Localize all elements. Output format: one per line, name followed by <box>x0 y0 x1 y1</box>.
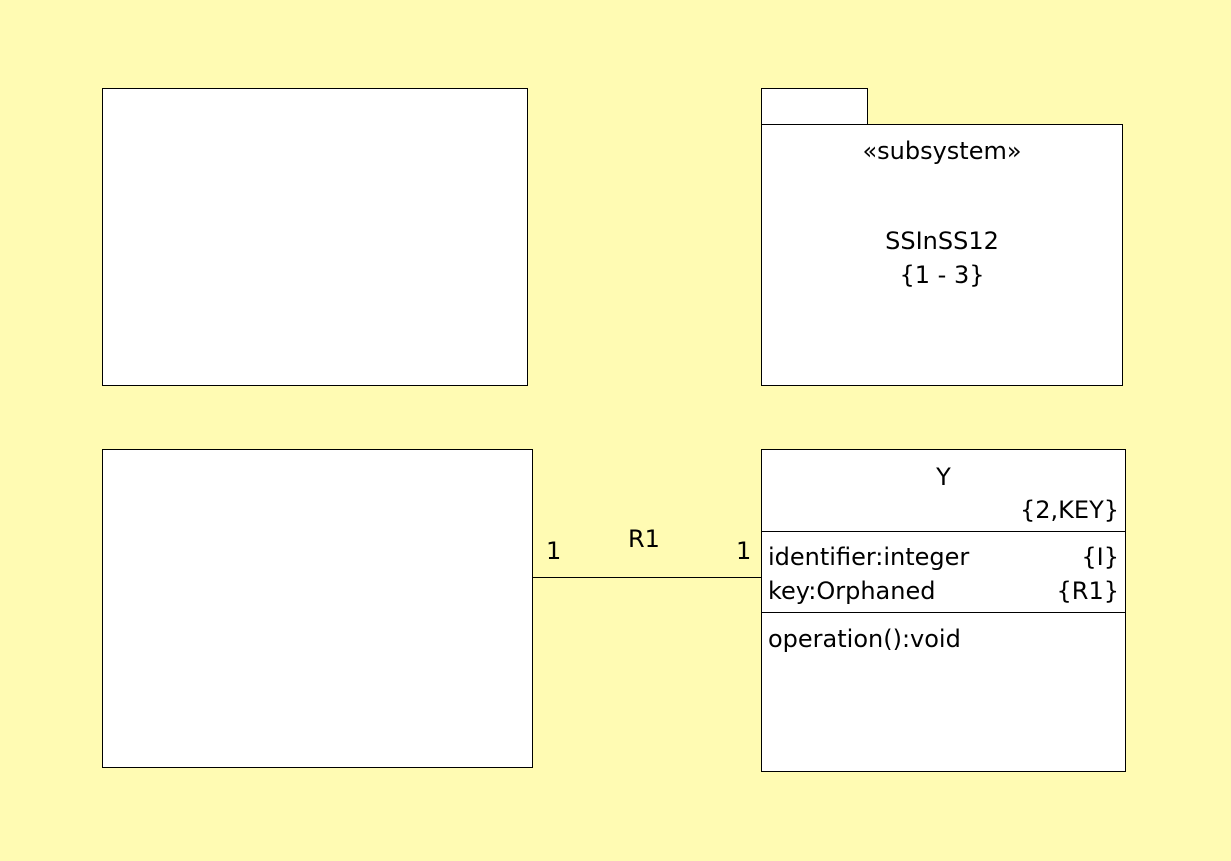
association-name: R1 <box>628 525 660 553</box>
subsystem-stereotype: «subsystem» <box>862 137 1022 165</box>
class-y-constraint: {2,KEY} <box>1020 496 1119 524</box>
subsystem-package[interactable]: «subsystem» SSInSS12 {1 - 3} <box>761 124 1123 386</box>
attribute-identifier: identifier:integer <box>768 543 970 571</box>
subsystem-range: {1 - 3} <box>899 261 985 289</box>
association-left-multiplicity: 1 <box>546 537 562 565</box>
empty-class-box-top[interactable] <box>102 88 528 386</box>
association-line-r1[interactable] <box>533 577 761 578</box>
class-y-divider-attributes <box>762 531 1125 532</box>
class-y-divider-operations <box>762 612 1125 613</box>
attribute-key-tag: {R1} <box>1056 577 1119 605</box>
attribute-identifier-tag: {I} <box>1081 543 1119 571</box>
operation-item: operation():void <box>768 625 961 653</box>
empty-class-box-bottom[interactable] <box>102 449 533 768</box>
subsystem-name: SSInSS12 <box>885 227 999 255</box>
association-right-multiplicity: 1 <box>736 537 752 565</box>
subsystem-package-tab[interactable] <box>761 88 868 125</box>
class-y-name: Y <box>936 463 951 491</box>
class-y[interactable]: Y {2,KEY} identifier:integer {I} key:Orp… <box>761 449 1126 772</box>
attribute-key: key:Orphaned <box>768 577 936 605</box>
